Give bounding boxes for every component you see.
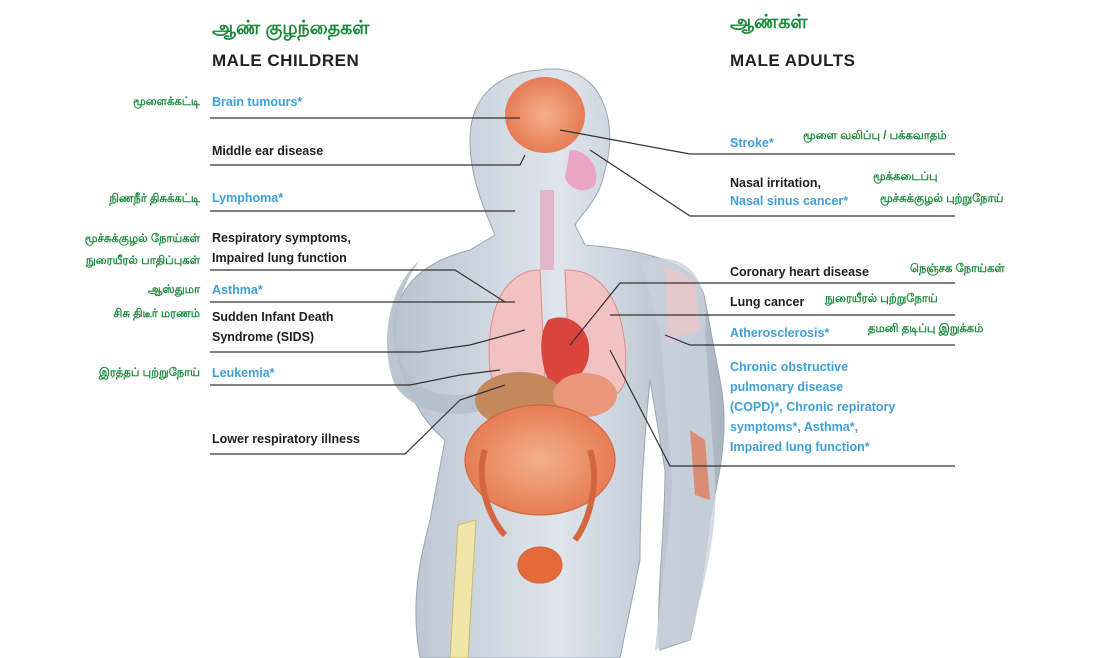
brain bbox=[505, 77, 585, 153]
coronary-heart-disease-tamil: நெஞ்சக நோய்கள் bbox=[910, 263, 1005, 277]
nasal-sinus-cancer-label: Nasal sinus cancer* bbox=[730, 192, 848, 211]
leukemia-label: Leukemia* bbox=[212, 364, 275, 383]
leukemia-tamil: இரத்தப் புற்றுநோய் bbox=[99, 367, 200, 381]
atherosclerosis-label: Atherosclerosis* bbox=[730, 324, 829, 343]
respiratory-symptoms-label: Respiratory symptoms, bbox=[212, 229, 351, 248]
copd-label-line3: (COPD)*, Chronic repiratory bbox=[730, 398, 895, 417]
sids-label-line1: Sudden Infant Death bbox=[212, 308, 334, 327]
coronary-heart-disease-label: Coronary heart disease bbox=[730, 263, 869, 282]
respiratory-tamil: மூச்சுக்குழல் நோய்கள் bbox=[85, 233, 200, 247]
asthma-tamil: ஆஸ்துமா bbox=[148, 284, 200, 298]
trachea bbox=[540, 190, 554, 270]
brain-tumours-label: Brain tumours* bbox=[212, 93, 302, 112]
lung-function-tamil: நுரையீரல் பாதிப்புகள் bbox=[86, 255, 200, 269]
nasal-irritation-tamil: மூக்கடைப்பு bbox=[873, 171, 938, 185]
copd-label-line5: Impaired lung function* bbox=[730, 438, 870, 457]
brain-tumours-tamil: மூளைக்கட்டி bbox=[133, 96, 200, 110]
impaired-lung-function-label: Impaired lung function bbox=[212, 249, 347, 268]
adults-header-tamil: ஆண்கள் bbox=[730, 12, 808, 36]
copd-label-line1: Chronic obstructive bbox=[730, 358, 848, 377]
children-header-tamil: ஆண் குழந்தைகள் bbox=[212, 18, 369, 42]
atherosclerosis-tamil: தமனி தடிப்பு இறுக்கம் bbox=[868, 323, 983, 337]
lung-cancer-label: Lung cancer bbox=[730, 293, 804, 312]
nasal-sinus-cancer-tamil: மூச்சுக்குழல் புற்றுநோய் bbox=[880, 193, 1004, 207]
children-header: MALE CHILDREN bbox=[212, 51, 359, 71]
stroke-label: Stroke* bbox=[730, 134, 774, 153]
lung-cancer-tamil: நுரையீரல் புற்றுநோய் bbox=[825, 293, 938, 307]
stroke-tamil: மூளை வலிப்பு / பக்கவாதம் bbox=[803, 130, 947, 144]
sids-tamil: சிசு திடீர் மரணம் bbox=[113, 308, 200, 322]
adults-header: MALE ADULTS bbox=[730, 51, 855, 71]
asthma-label: Asthma* bbox=[212, 281, 263, 300]
middle-ear-disease-label: Middle ear disease bbox=[212, 142, 323, 161]
nasal-irritation-label: Nasal irritation, bbox=[730, 174, 821, 193]
lymphoma-label: Lymphoma* bbox=[212, 189, 283, 208]
lower-respiratory-illness-label: Lower respiratory illness bbox=[212, 430, 360, 449]
lymphoma-tamil: நிணநீர் திசுக்கட்டி bbox=[109, 193, 200, 207]
copd-label-line4: symptoms*, Asthma*, bbox=[730, 418, 858, 437]
sids-label-line2: Syndrome (SIDS) bbox=[212, 328, 314, 347]
copd-label-line2: pulmonary disease bbox=[730, 378, 843, 397]
